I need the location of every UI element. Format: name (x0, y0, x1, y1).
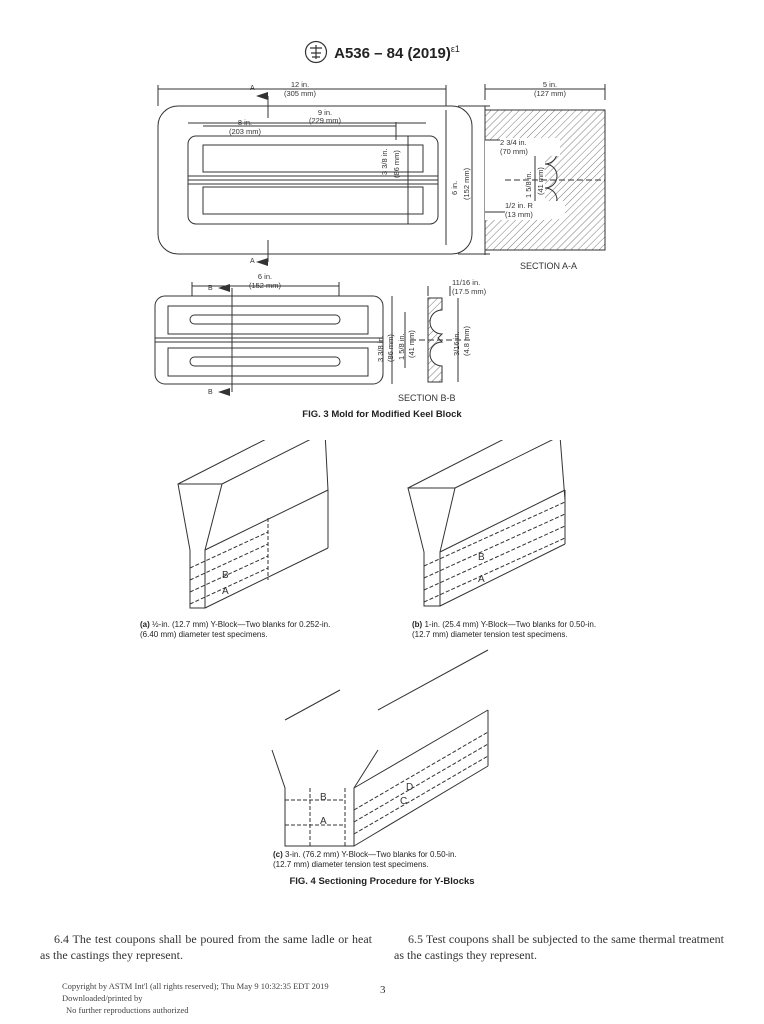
dim-338in: 3 3/8 in. (380, 148, 389, 175)
dim-8in: 8 in. (237, 118, 253, 127)
footer-line3: No further reproductions authorized (66, 1005, 189, 1015)
fig4c-label-c: C (400, 796, 408, 807)
section-a-bottom: A (250, 258, 255, 265)
dim-13mm: (13 mm) (505, 210, 565, 219)
dim-234in: 2 3/4 in. (500, 138, 560, 147)
dim-9in: 9 in. (317, 108, 333, 117)
fig3-drawing (154, 84, 606, 396)
footer-copyright: Copyright by ASTM Int'l (all rights rese… (62, 980, 392, 1016)
fig4a-label-b: B (222, 570, 229, 581)
designation: A536 – 84 (2019) (334, 44, 451, 62)
fig4c-label-b: B (320, 792, 327, 803)
fig4b-label-a: A (478, 574, 485, 585)
dim-6in-b: 6 in. (257, 272, 273, 281)
dim-175mm: (17.5 mm) (452, 287, 487, 296)
mold-outline (157, 105, 473, 255)
dim-6in: 6 in. (450, 180, 459, 195)
dim-338in-b: 3 3/8 in. (376, 335, 385, 362)
dim-41mm-a: (41 mm) (536, 167, 545, 195)
page-number: 3 (380, 984, 386, 996)
fig4a-tag: (a) (140, 620, 150, 629)
section-a-top: A (250, 85, 255, 92)
dim-5in: 5 in. (542, 80, 558, 89)
dim-158in-b: 1 5/8 in. (397, 333, 406, 360)
dim-70mm: (70 mm) (500, 147, 560, 156)
fig4c-tag: (c) (273, 850, 283, 859)
epsilon-mark: ε1 (450, 43, 460, 54)
fig4b-label-b: B (478, 552, 485, 563)
dim-41mm-b: (41 mm) (407, 330, 416, 358)
fig4b-subcaption: (b) 1-in. (25.4 mm) Y-Block—Two blanks f… (412, 620, 597, 639)
section-aa-title: SECTION A-A (520, 261, 578, 271)
fig4b-tag: (b) (412, 620, 423, 629)
fig4c-label-a: A (320, 816, 327, 827)
dim-12in: 12 in. (290, 80, 310, 89)
dim-316in: 3/16 in. (452, 331, 461, 356)
section-b-top: B (208, 285, 213, 292)
footer-line1: Copyright by ASTM Int'l (all rights rese… (62, 981, 329, 991)
dim-152mm-b: (152 mm) (248, 281, 282, 290)
dim-158in-a: 1 5/8 in. (524, 171, 533, 198)
document-header: A536 – 84 (2019)ε1 (0, 40, 764, 68)
dim-127mm: (127 mm) (533, 89, 567, 98)
paragraph-6-4: 6.4 The test coupons shall be poured fro… (40, 932, 372, 962)
dim-86mm-b: (86 mm) (386, 334, 395, 362)
dim-305mm: (305 mm) (283, 89, 317, 98)
dim-152mm: (152 mm) (462, 167, 471, 200)
dim-203mm: (203 mm) (228, 127, 262, 136)
fig4a-label-a: A (222, 586, 229, 597)
paragraph-6-5: 6.5 Test coupons shall be subjected to t… (394, 932, 724, 962)
dim-1116in: 11/16 in. (452, 278, 481, 287)
footer-line2: Downloaded/printed by (62, 993, 143, 1003)
fig4c-label-d: D (406, 782, 414, 793)
fig4c-subcaption: (c) 3-in. (76.2 mm) Y-Block—Two blanks f… (273, 850, 457, 869)
dim-229mm: (229 mm) (308, 116, 342, 125)
mold-plan-b-outline (154, 295, 384, 385)
section-bb-title: SECTION B-B (398, 393, 456, 403)
fig4-labels: B A B A B A C D (0, 440, 764, 860)
dim-86mm: (86 mm) (392, 150, 401, 178)
fig4-drawing (177, 440, 566, 847)
section-b-bottom: B (208, 389, 213, 396)
fig3-caption: FIG. 3 Mold for Modified Keel Block (302, 409, 462, 420)
fig4-caption: FIG. 4 Sectioning Procedure for Y-Blocks (289, 876, 475, 887)
fig4a-subcaption: (a) ½-in. (12.7 mm) Y-Block—Two blanks f… (140, 620, 331, 639)
dim-half-in-r: 1/2 in. R (505, 201, 565, 210)
fig3-labels: 12 in. (305 mm) A 9 in. (229 mm) 8 in. (… (0, 0, 764, 440)
astm-logo-icon (304, 40, 328, 68)
dim-48mm: (4.8 mm) (462, 326, 471, 356)
